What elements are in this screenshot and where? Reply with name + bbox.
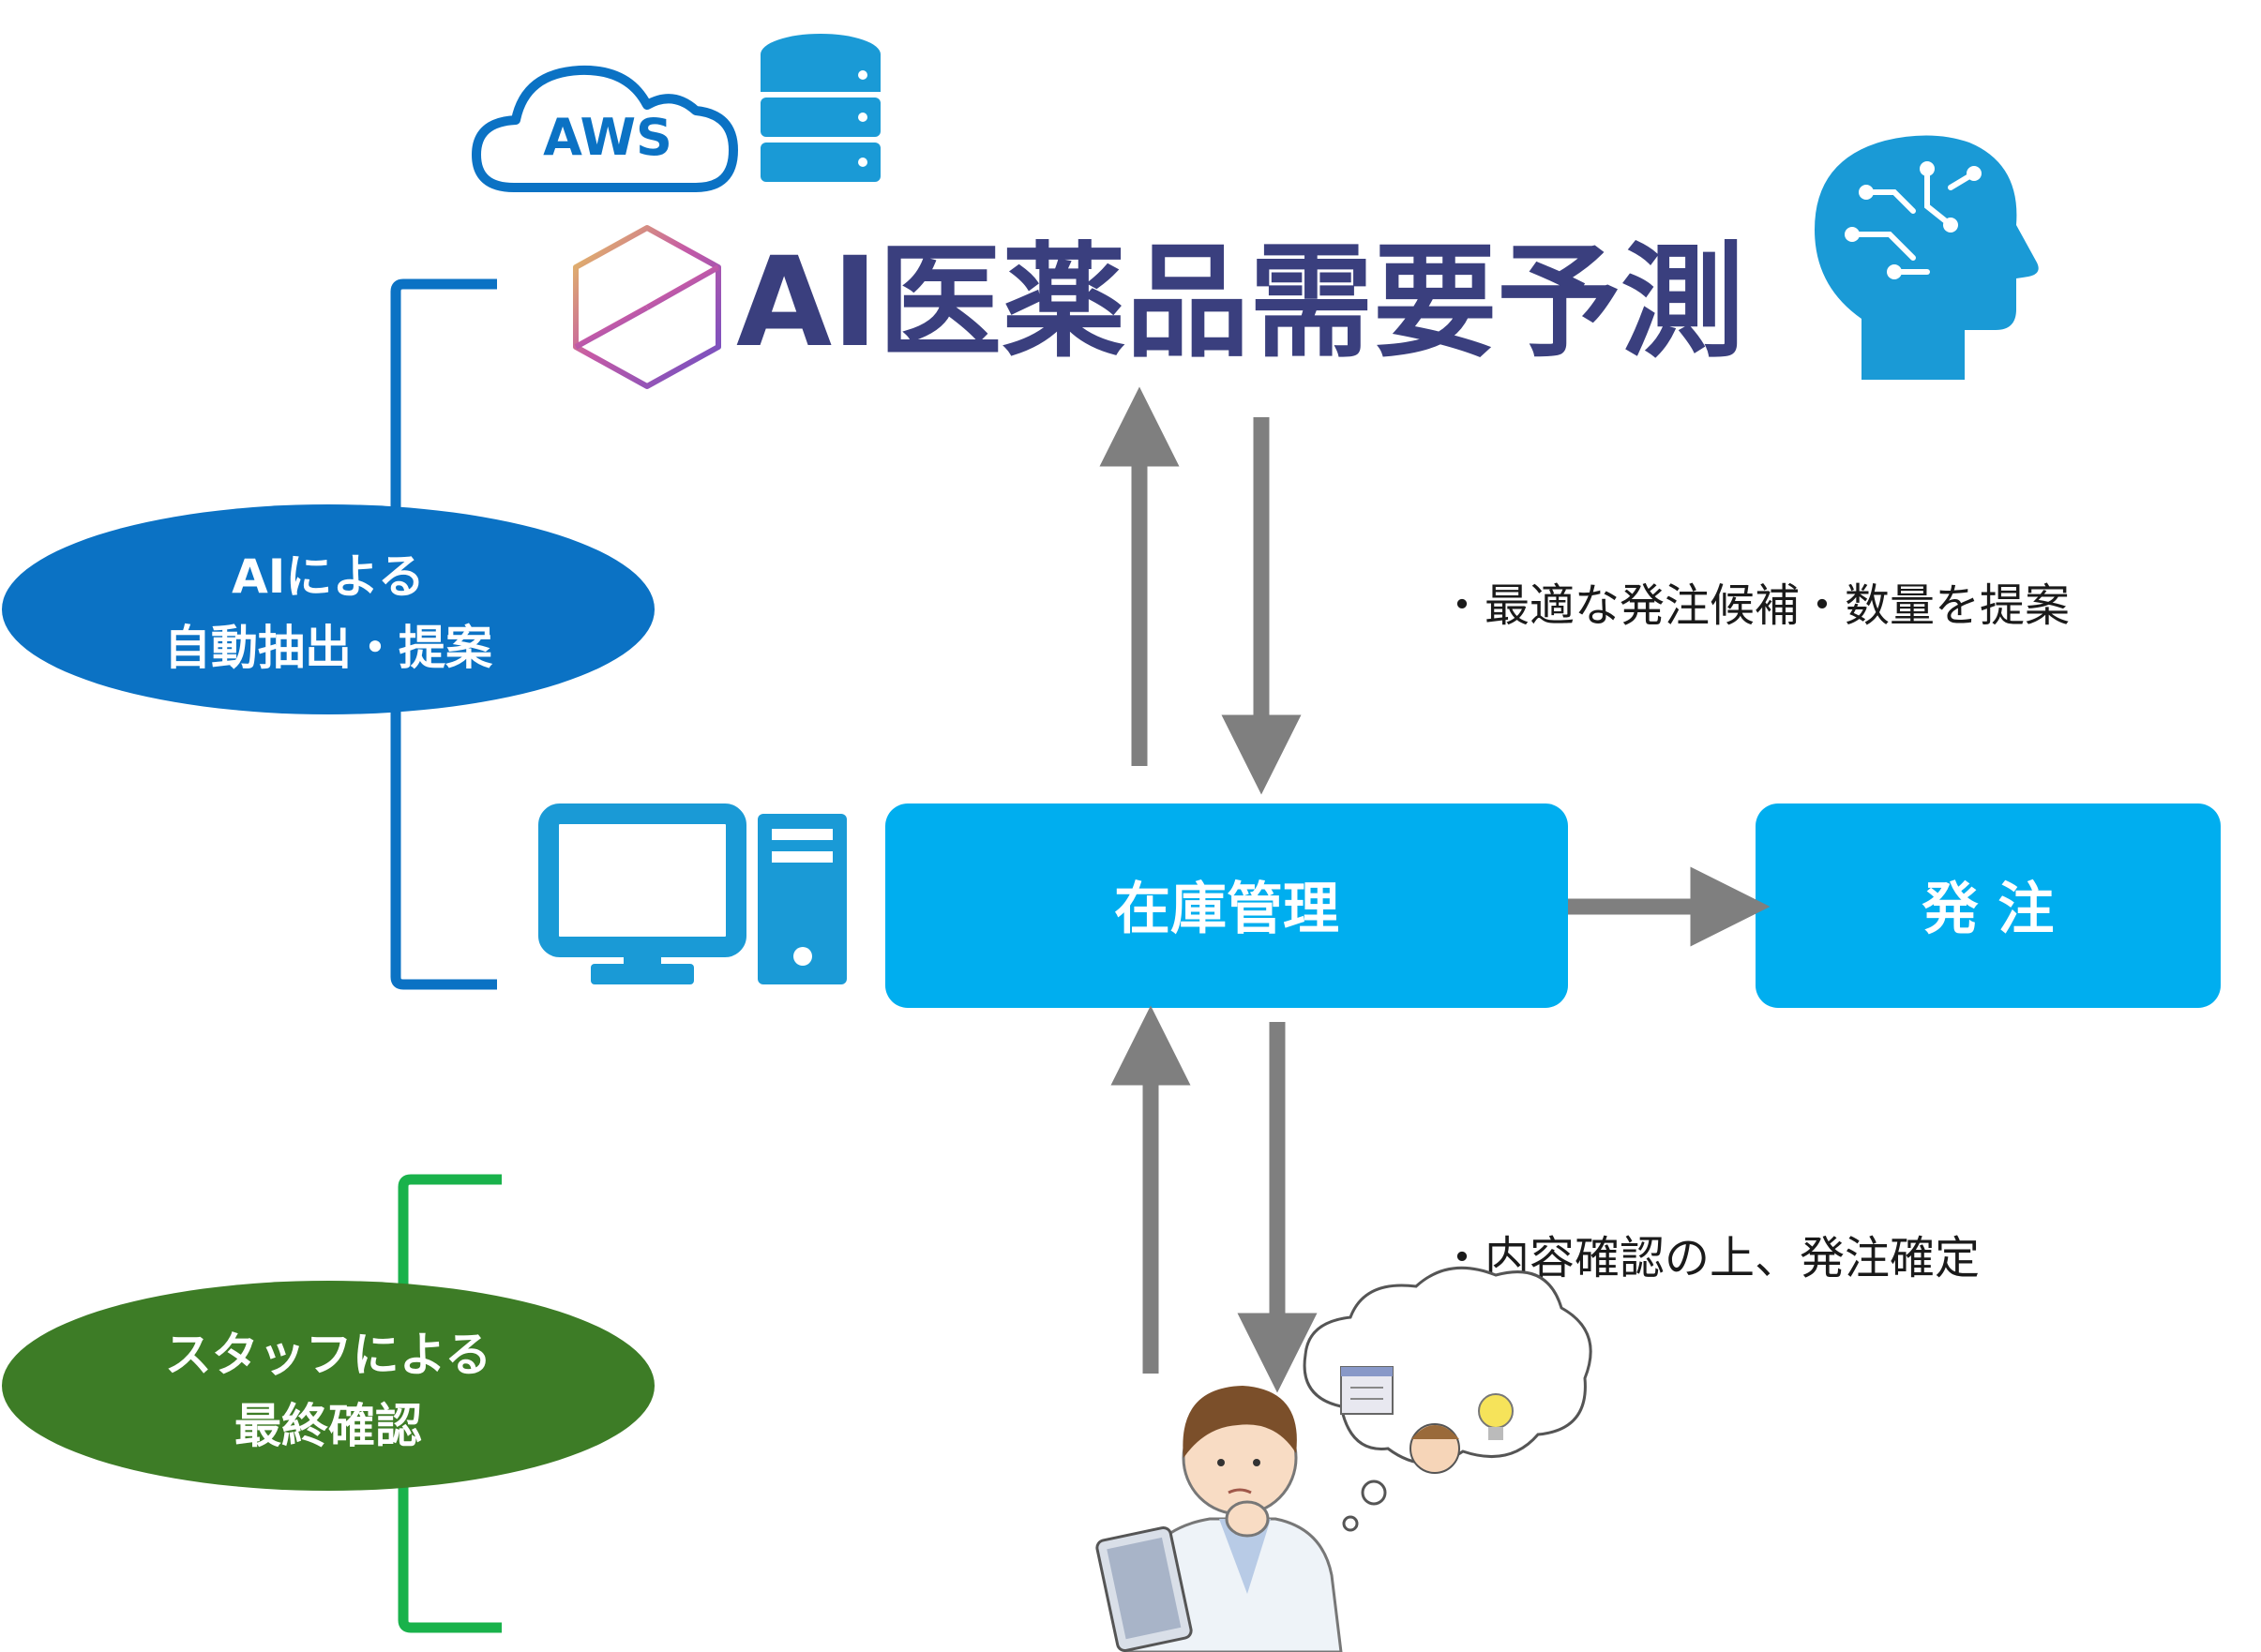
staff-confirmation-label: スタッフによる 最終確認	[2, 1281, 655, 1491]
calendar-icon	[1340, 1366, 1394, 1415]
inventory-management-box: 在庫管理	[885, 803, 1568, 1008]
staff-label-line2: 最終確認	[234, 1399, 422, 1453]
ai-extraction-label: AIによる 自動抽出・提案	[2, 504, 655, 714]
lightbulb-icon	[1478, 1393, 1514, 1440]
ai-suggestion-note: ・最適な発注候補・数量を提案	[1440, 579, 2070, 632]
cube-logo-icon	[573, 225, 721, 389]
tablet-icon	[1095, 1525, 1193, 1652]
cloud-icon: AWS	[472, 65, 738, 192]
order-box: 発 注	[1756, 803, 2221, 1008]
order-label: 発 注	[1922, 877, 2055, 942]
computer-icon	[538, 803, 847, 984]
pharmacist-illustration	[1095, 1266, 1592, 1652]
flow-arrows	[1099, 386, 1771, 1393]
ai-label-line1: AIによる	[232, 549, 425, 604]
aws-label: AWS	[543, 108, 672, 167]
ai-label-line2: 自動抽出・提案	[164, 621, 493, 675]
ai-brain-head-icon	[1815, 135, 2039, 380]
inventory-label: 在庫管理	[1114, 877, 1339, 942]
page-title: AI医薬品需要予測	[736, 231, 1744, 375]
staff-label-line1: スタッフによる	[165, 1328, 492, 1382]
face-icon	[1409, 1423, 1460, 1474]
database-icon	[761, 34, 881, 182]
